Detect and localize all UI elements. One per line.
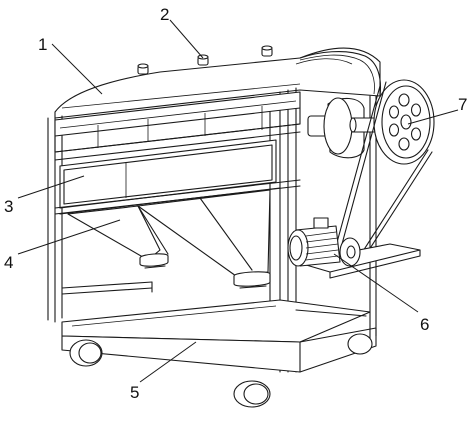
label-3: 3 <box>4 197 13 216</box>
motor <box>287 217 421 279</box>
label-7: 7 <box>458 95 467 114</box>
label-6: 6 <box>420 315 429 334</box>
main-frame <box>47 87 377 373</box>
drive-belt <box>335 81 433 265</box>
callouts: 1 2 3 4 5 6 7 <box>4 5 467 402</box>
label-4: 4 <box>4 253 13 272</box>
label-1: 1 <box>38 35 47 54</box>
label-5: 5 <box>130 383 139 402</box>
drum-body <box>54 45 382 119</box>
drive-shaft <box>307 97 383 159</box>
label-2: 2 <box>160 5 169 24</box>
large-pulley <box>373 79 435 165</box>
wheels <box>69 333 373 408</box>
